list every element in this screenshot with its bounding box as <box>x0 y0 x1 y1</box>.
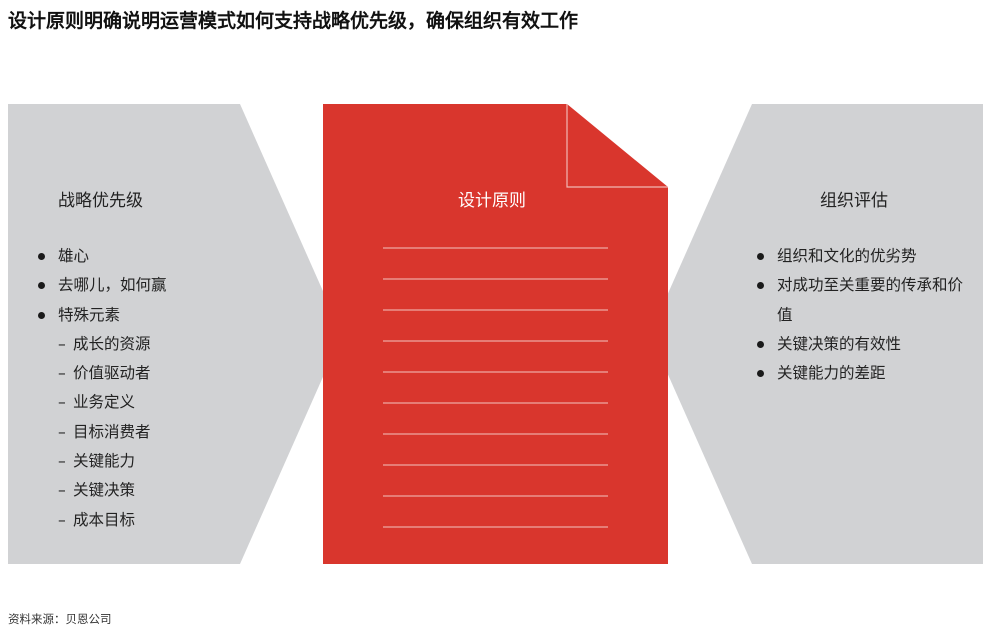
sub-list-item-label: 业务定义 <box>73 393 136 412</box>
dash-icon: – <box>58 481 66 500</box>
bullet-dot-icon <box>757 340 764 348</box>
sub-list-item: – 业务定义 <box>38 388 167 417</box>
dash-icon: – <box>58 510 66 529</box>
sub-list-item: – 成长的资源 <box>38 330 167 359</box>
list-item: 组织和文化的优劣势 <box>757 242 972 271</box>
sub-list-item-label: 成长的资源 <box>73 334 151 353</box>
source-note: 资料来源：贝恩公司 <box>8 612 112 626</box>
right-panel-heading: 组织评估 <box>820 191 888 211</box>
right-panel-list: 组织和文化的优劣势 对成功至关重要的传承和价值 关键决策的有效性 关键能力的差距 <box>757 242 972 388</box>
left-panel-shape <box>8 104 342 564</box>
sub-list-item: – 关键决策 <box>38 476 167 505</box>
left-bullets: 雄心 去哪儿，如何赢 特殊元素 <box>38 242 167 330</box>
right-bullets: 组织和文化的优劣势 对成功至关重要的传承和价值 关键决策的有效性 关键能力的差距 <box>757 242 972 388</box>
list-item: 特殊元素 <box>38 301 167 330</box>
list-item-label: 特殊元素 <box>58 305 121 324</box>
sub-list-item-label: 关键决策 <box>73 481 136 500</box>
list-item-label: 组织和文化的优劣势 <box>777 247 917 265</box>
sub-list-item-label: 成本目标 <box>73 510 136 529</box>
list-item-label: 关键能力的差距 <box>777 364 886 383</box>
list-item-label: 对成功至关重要的传承和价值 <box>777 276 964 324</box>
bullet-dot-icon <box>38 311 45 319</box>
dash-icon: – <box>58 334 66 353</box>
dash-icon: – <box>58 393 66 412</box>
list-item: 关键能力的差距 <box>757 359 972 388</box>
left-sub-items: – 成长的资源 – 价值驱动者 – 业务定义 – 目标消费者 – 关键能力 – … <box>38 330 167 535</box>
bullet-dot-icon <box>757 253 764 260</box>
document-lines <box>383 247 608 528</box>
list-item: 雄心 <box>38 242 167 271</box>
dash-icon: – <box>58 364 66 383</box>
list-item: 关键决策的有效性 <box>757 330 972 359</box>
page-title: 设计原则明确说明运营模式如何支持战略优先级，确保组织有效工作 <box>8 10 579 32</box>
list-item-label: 雄心 <box>58 247 90 265</box>
bullet-dot-icon <box>757 370 764 378</box>
right-panel-shape <box>650 104 983 564</box>
center-panel-heading: 设计原则 <box>458 191 526 211</box>
bullet-dot-icon <box>757 282 764 290</box>
list-item: 去哪儿，如何赢 <box>38 271 167 300</box>
dash-icon: – <box>58 422 66 441</box>
list-item-label: 去哪儿，如何赢 <box>58 276 167 295</box>
dash-icon: – <box>58 452 66 471</box>
left-panel-heading: 战略优先级 <box>58 191 143 211</box>
sub-list-item: – 关键能力 <box>38 447 167 476</box>
bullet-dot-icon <box>38 282 45 290</box>
document-shape <box>323 104 668 564</box>
document-fold <box>566 104 668 188</box>
sub-list-item: – 价值驱动者 <box>38 359 167 388</box>
list-item: 对成功至关重要的传承和价值 <box>757 271 972 330</box>
bullet-dot-icon <box>38 253 45 260</box>
sub-list-item: – 成本目标 <box>38 506 167 535</box>
sub-list-item-label: 目标消费者 <box>73 422 151 441</box>
sub-list-item-label: 价值驱动者 <box>73 364 151 383</box>
left-panel-list: 雄心 去哪儿，如何赢 特殊元素 – 成长的资源 – 价值驱动者 – 业务定义 –… <box>38 242 167 535</box>
sub-list-item-label: 关键能力 <box>73 452 136 471</box>
sub-list-item: – 目标消费者 <box>38 418 167 447</box>
list-item-label: 关键决策的有效性 <box>777 334 902 353</box>
